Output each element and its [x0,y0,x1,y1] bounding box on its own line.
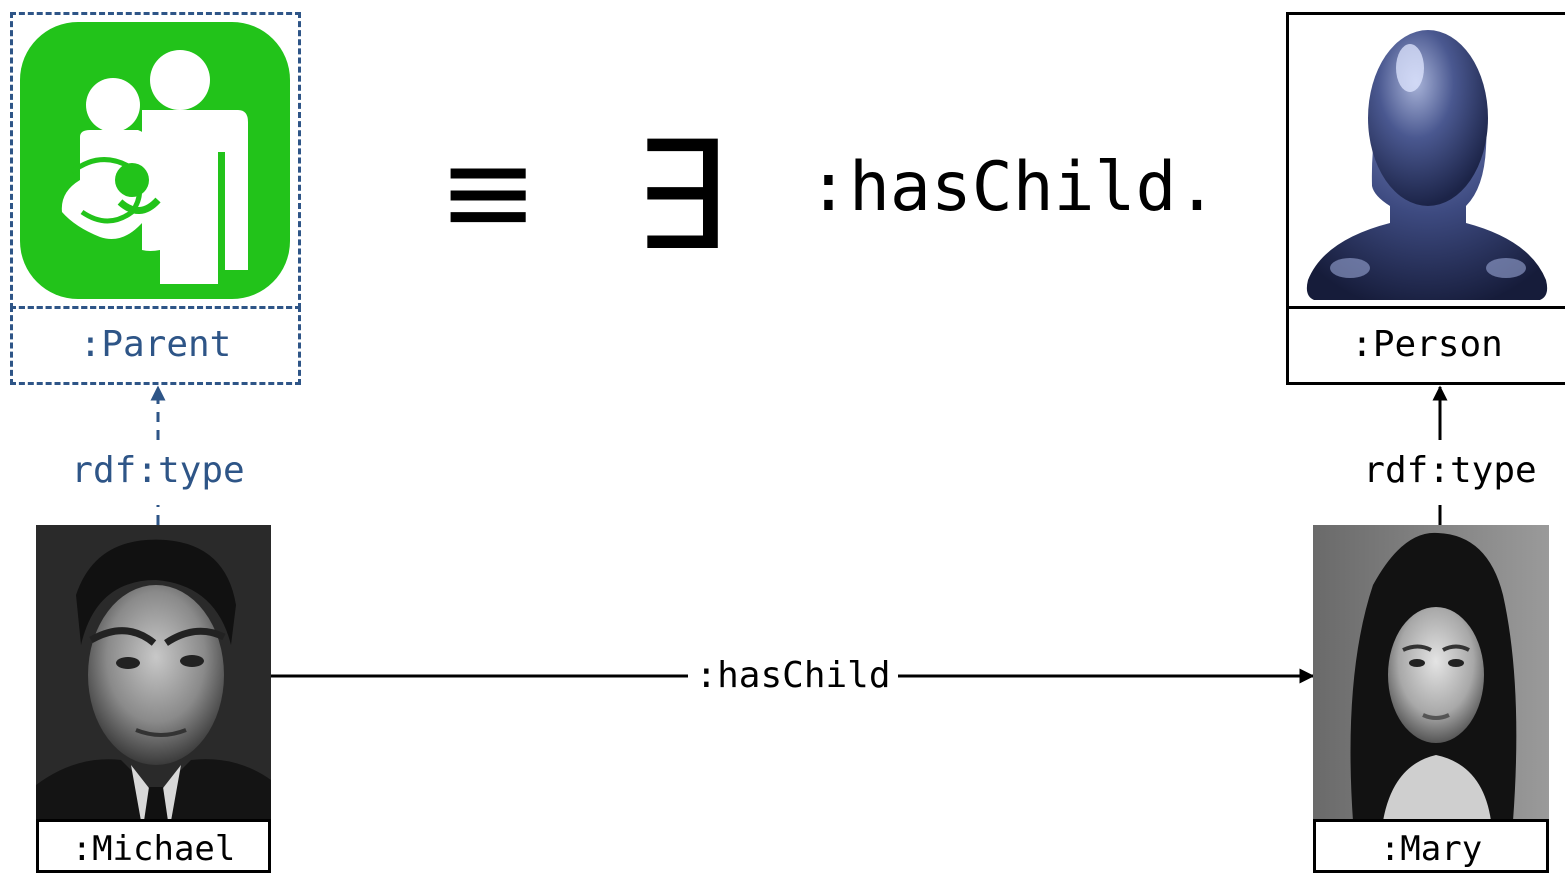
parent-label-box [10,306,301,385]
parent-label: :Parent [79,324,232,365]
mary-label-box [1313,819,1549,873]
person-label: :Person [1351,324,1503,365]
michael-type-label: rdf:type [71,450,245,491]
michael-label-box [36,819,271,873]
person-label-box [1286,306,1565,385]
parent-child-icon [20,22,290,299]
mary-type-label: rdf:type [1363,450,1537,491]
exists-symbol: ∃ [632,110,728,284]
mary-label: :Mary [1379,829,1483,869]
michael-label: :Michael [71,829,236,869]
equivalence-symbol: ≡ [437,123,539,262]
mary-photo [1313,525,1549,821]
equation-property: :hasChild. [808,148,1218,227]
person-silhouette-icon [1300,18,1554,303]
has-child-label: :hasChild [695,655,891,696]
michael-photo [36,525,271,821]
